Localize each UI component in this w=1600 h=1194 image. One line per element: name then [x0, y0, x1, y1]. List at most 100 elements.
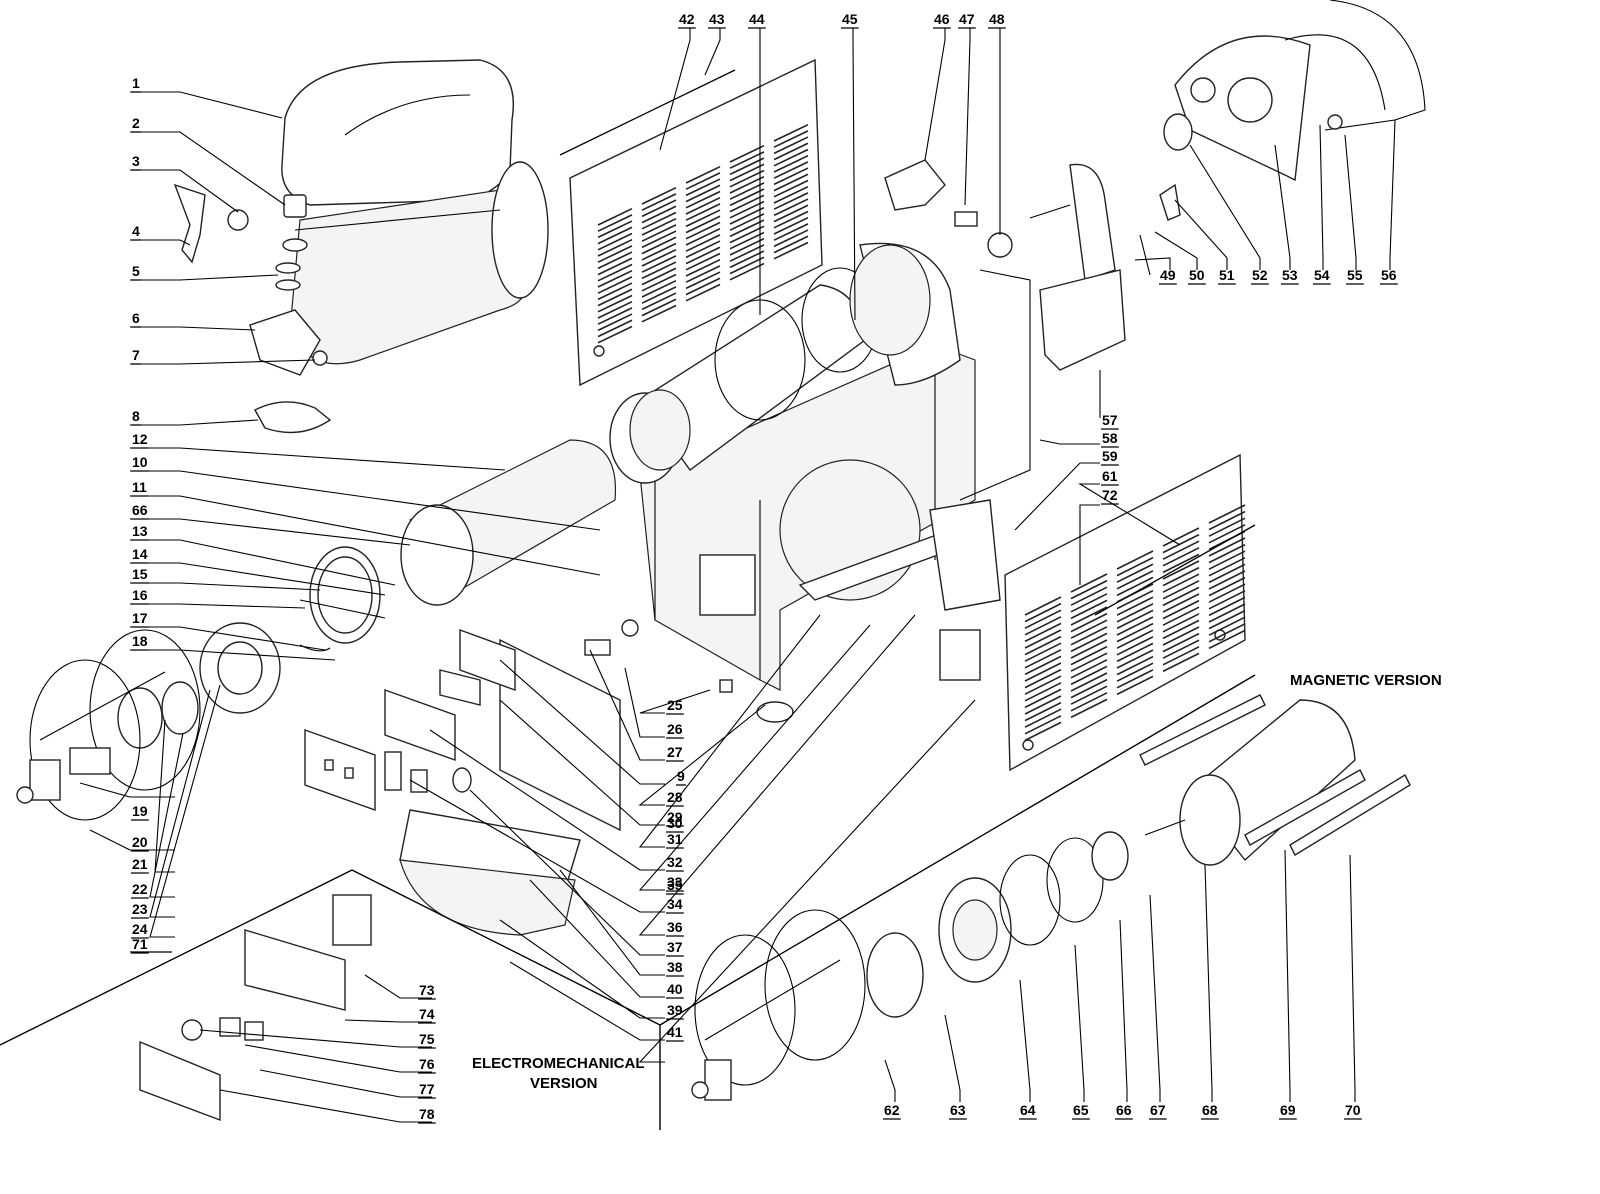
callout-37: 37 [667, 939, 683, 955]
callout-54: 54 [1314, 267, 1330, 283]
grill-slat [1208, 623, 1246, 643]
grill-slat [1162, 533, 1200, 554]
callout-27: 27 [667, 744, 683, 760]
machine-frame [639, 269, 1031, 691]
callout-24: 24 [132, 921, 148, 937]
callout-22: 22 [132, 881, 148, 897]
grill-slat [773, 136, 809, 155]
grill-slat [641, 211, 677, 230]
grill-slat [773, 185, 809, 204]
grill-slat [1116, 596, 1154, 616]
grill-slat [1162, 613, 1200, 633]
grill-slat [641, 298, 677, 317]
grill-slat [1024, 675, 1062, 695]
grill-slat [1024, 715, 1062, 735]
callout-21: 21 [132, 856, 148, 872]
grill-slat [729, 200, 765, 219]
callout-66-lower: 66 [1116, 1102, 1132, 1118]
grill-slat [1208, 596, 1246, 617]
grill-slat [1162, 632, 1200, 653]
callout-10: 10 [132, 454, 148, 470]
grill-slat [1116, 589, 1154, 610]
grill-slat [773, 235, 809, 254]
freezing-cylinder-part [609, 242, 961, 484]
grill-slat [641, 224, 677, 242]
grill-slat [1024, 655, 1062, 676]
grill-slat [1116, 636, 1154, 656]
callout-underlines [131, 27, 1398, 1124]
grill-slat [729, 213, 765, 231]
side-panel-left [569, 58, 823, 387]
callout-75: 75 [419, 1031, 435, 1047]
callout-50: 50 [1189, 267, 1205, 283]
grill-slat [1162, 580, 1200, 600]
grill-slat [641, 255, 677, 273]
grill-slat [773, 229, 809, 248]
callout-69: 69 [1280, 1102, 1296, 1118]
grill-slat [1208, 563, 1246, 584]
grill-slat [641, 186, 677, 205]
electromechanical-parts [139, 894, 372, 1122]
callout-64: 64 [1020, 1102, 1036, 1118]
grill-slat [1116, 563, 1154, 583]
callout-32: 32 [667, 854, 683, 870]
grill-slat [729, 231, 765, 250]
grill-slat [641, 205, 677, 224]
grill-slat [1070, 612, 1108, 633]
grill-slat [729, 188, 765, 207]
grill-slat [729, 244, 765, 262]
auger-seal-parts [299, 546, 386, 652]
callout-16: 16 [132, 587, 148, 603]
grill-slat [729, 157, 765, 176]
callout-47: 47 [959, 11, 975, 27]
grill-slat [641, 236, 677, 255]
grill-slat [1024, 662, 1062, 682]
grill-slat [773, 241, 809, 260]
grill-slat [1208, 550, 1246, 570]
grill-slat [1208, 504, 1246, 524]
callout-30: 30 [667, 815, 683, 831]
callout-40: 40 [667, 981, 683, 997]
electromechanical-caption-line1: ELECTROMECHANICAL [472, 1055, 645, 1072]
grill-slat [1070, 579, 1108, 600]
grill-slat [1208, 583, 1246, 603]
callout-67: 67 [1150, 1102, 1166, 1118]
grill-slat [1024, 642, 1062, 662]
grill-slat [1116, 649, 1154, 669]
grill-slat [1116, 622, 1154, 643]
grill-slat [685, 234, 721, 252]
grill-slat [1070, 606, 1108, 626]
callout-31: 31 [667, 831, 683, 847]
grill-slat [1116, 655, 1154, 676]
grill-slat [1162, 652, 1200, 673]
grill-slat [641, 279, 677, 298]
grill-slat [685, 221, 721, 240]
callout-2: 2 [132, 115, 140, 131]
control-panel-parts [304, 619, 794, 936]
grill-slat [641, 267, 677, 286]
callout-58: 58 [1102, 430, 1118, 446]
grill-slat [729, 175, 765, 194]
grill-slat [685, 209, 721, 228]
grill-slat [597, 238, 633, 257]
grill-slat [1070, 645, 1108, 666]
grill-slat [597, 269, 633, 288]
grill-slat [1208, 557, 1246, 577]
callout-62: 62 [884, 1102, 900, 1118]
grill-slat [773, 173, 809, 192]
grill-slat [685, 190, 721, 209]
grill-slat [1208, 603, 1246, 623]
callout-20: 20 [132, 834, 148, 850]
callout-36: 36 [667, 919, 683, 935]
grill-slat [1024, 688, 1062, 709]
grill-slat [1116, 662, 1154, 682]
grill-slat [1070, 573, 1108, 593]
callout-39: 39 [667, 1002, 683, 1018]
grill-slat [729, 206, 765, 225]
grill-slat [685, 271, 721, 290]
grill-slat [729, 163, 765, 182]
callout-44: 44 [749, 11, 765, 27]
grill-slat [597, 263, 633, 282]
grill-slat [729, 144, 765, 163]
callout-74: 74 [419, 1006, 435, 1022]
